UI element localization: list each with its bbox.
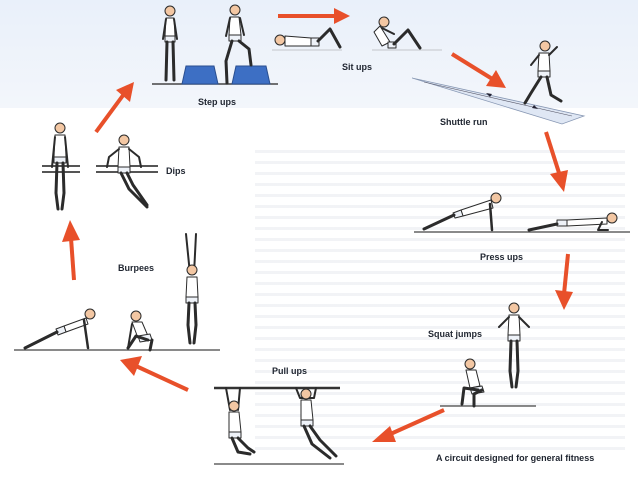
arrow-dips-to-step-ups <box>92 80 138 136</box>
station-label-squat-jumps: Squat jumps <box>428 329 483 339</box>
burpees-figure <box>12 230 222 356</box>
press-ups-figure <box>412 186 632 236</box>
arrow-step-ups-to-sit-ups <box>276 8 352 28</box>
arrow-burpees-to-dips <box>58 218 88 282</box>
station-label-dips: Dips <box>166 166 186 176</box>
arrow-sit-ups-to-shuttle-run <box>450 52 510 92</box>
squat-jumps-figure <box>438 298 538 410</box>
shuttle-run-figure <box>412 38 592 128</box>
step-ups-figure <box>150 2 280 88</box>
station-label-pull-ups: Pull ups <box>272 366 308 376</box>
arrow-squat-jumps-to-pull-ups <box>368 408 448 448</box>
station-label-shuttle-run: Shuttle run <box>440 117 488 127</box>
dips-figure <box>40 120 160 212</box>
station-label-press-ups: Press ups <box>480 252 524 262</box>
sit-ups-figure <box>272 12 442 54</box>
arrow-press-ups-to-squat-jumps <box>552 252 582 312</box>
arrow-shuttle-run-to-press-ups <box>540 130 574 194</box>
diagram-caption: A circuit designed for general fitness <box>436 453 595 463</box>
pull-ups-figure <box>210 384 346 468</box>
station-label-burpees: Burpees <box>118 263 155 273</box>
station-label-sit-ups: Sit ups <box>342 62 373 72</box>
station-label-step-ups: Step ups <box>198 97 237 107</box>
arrow-pull-ups-to-burpees <box>118 356 192 396</box>
